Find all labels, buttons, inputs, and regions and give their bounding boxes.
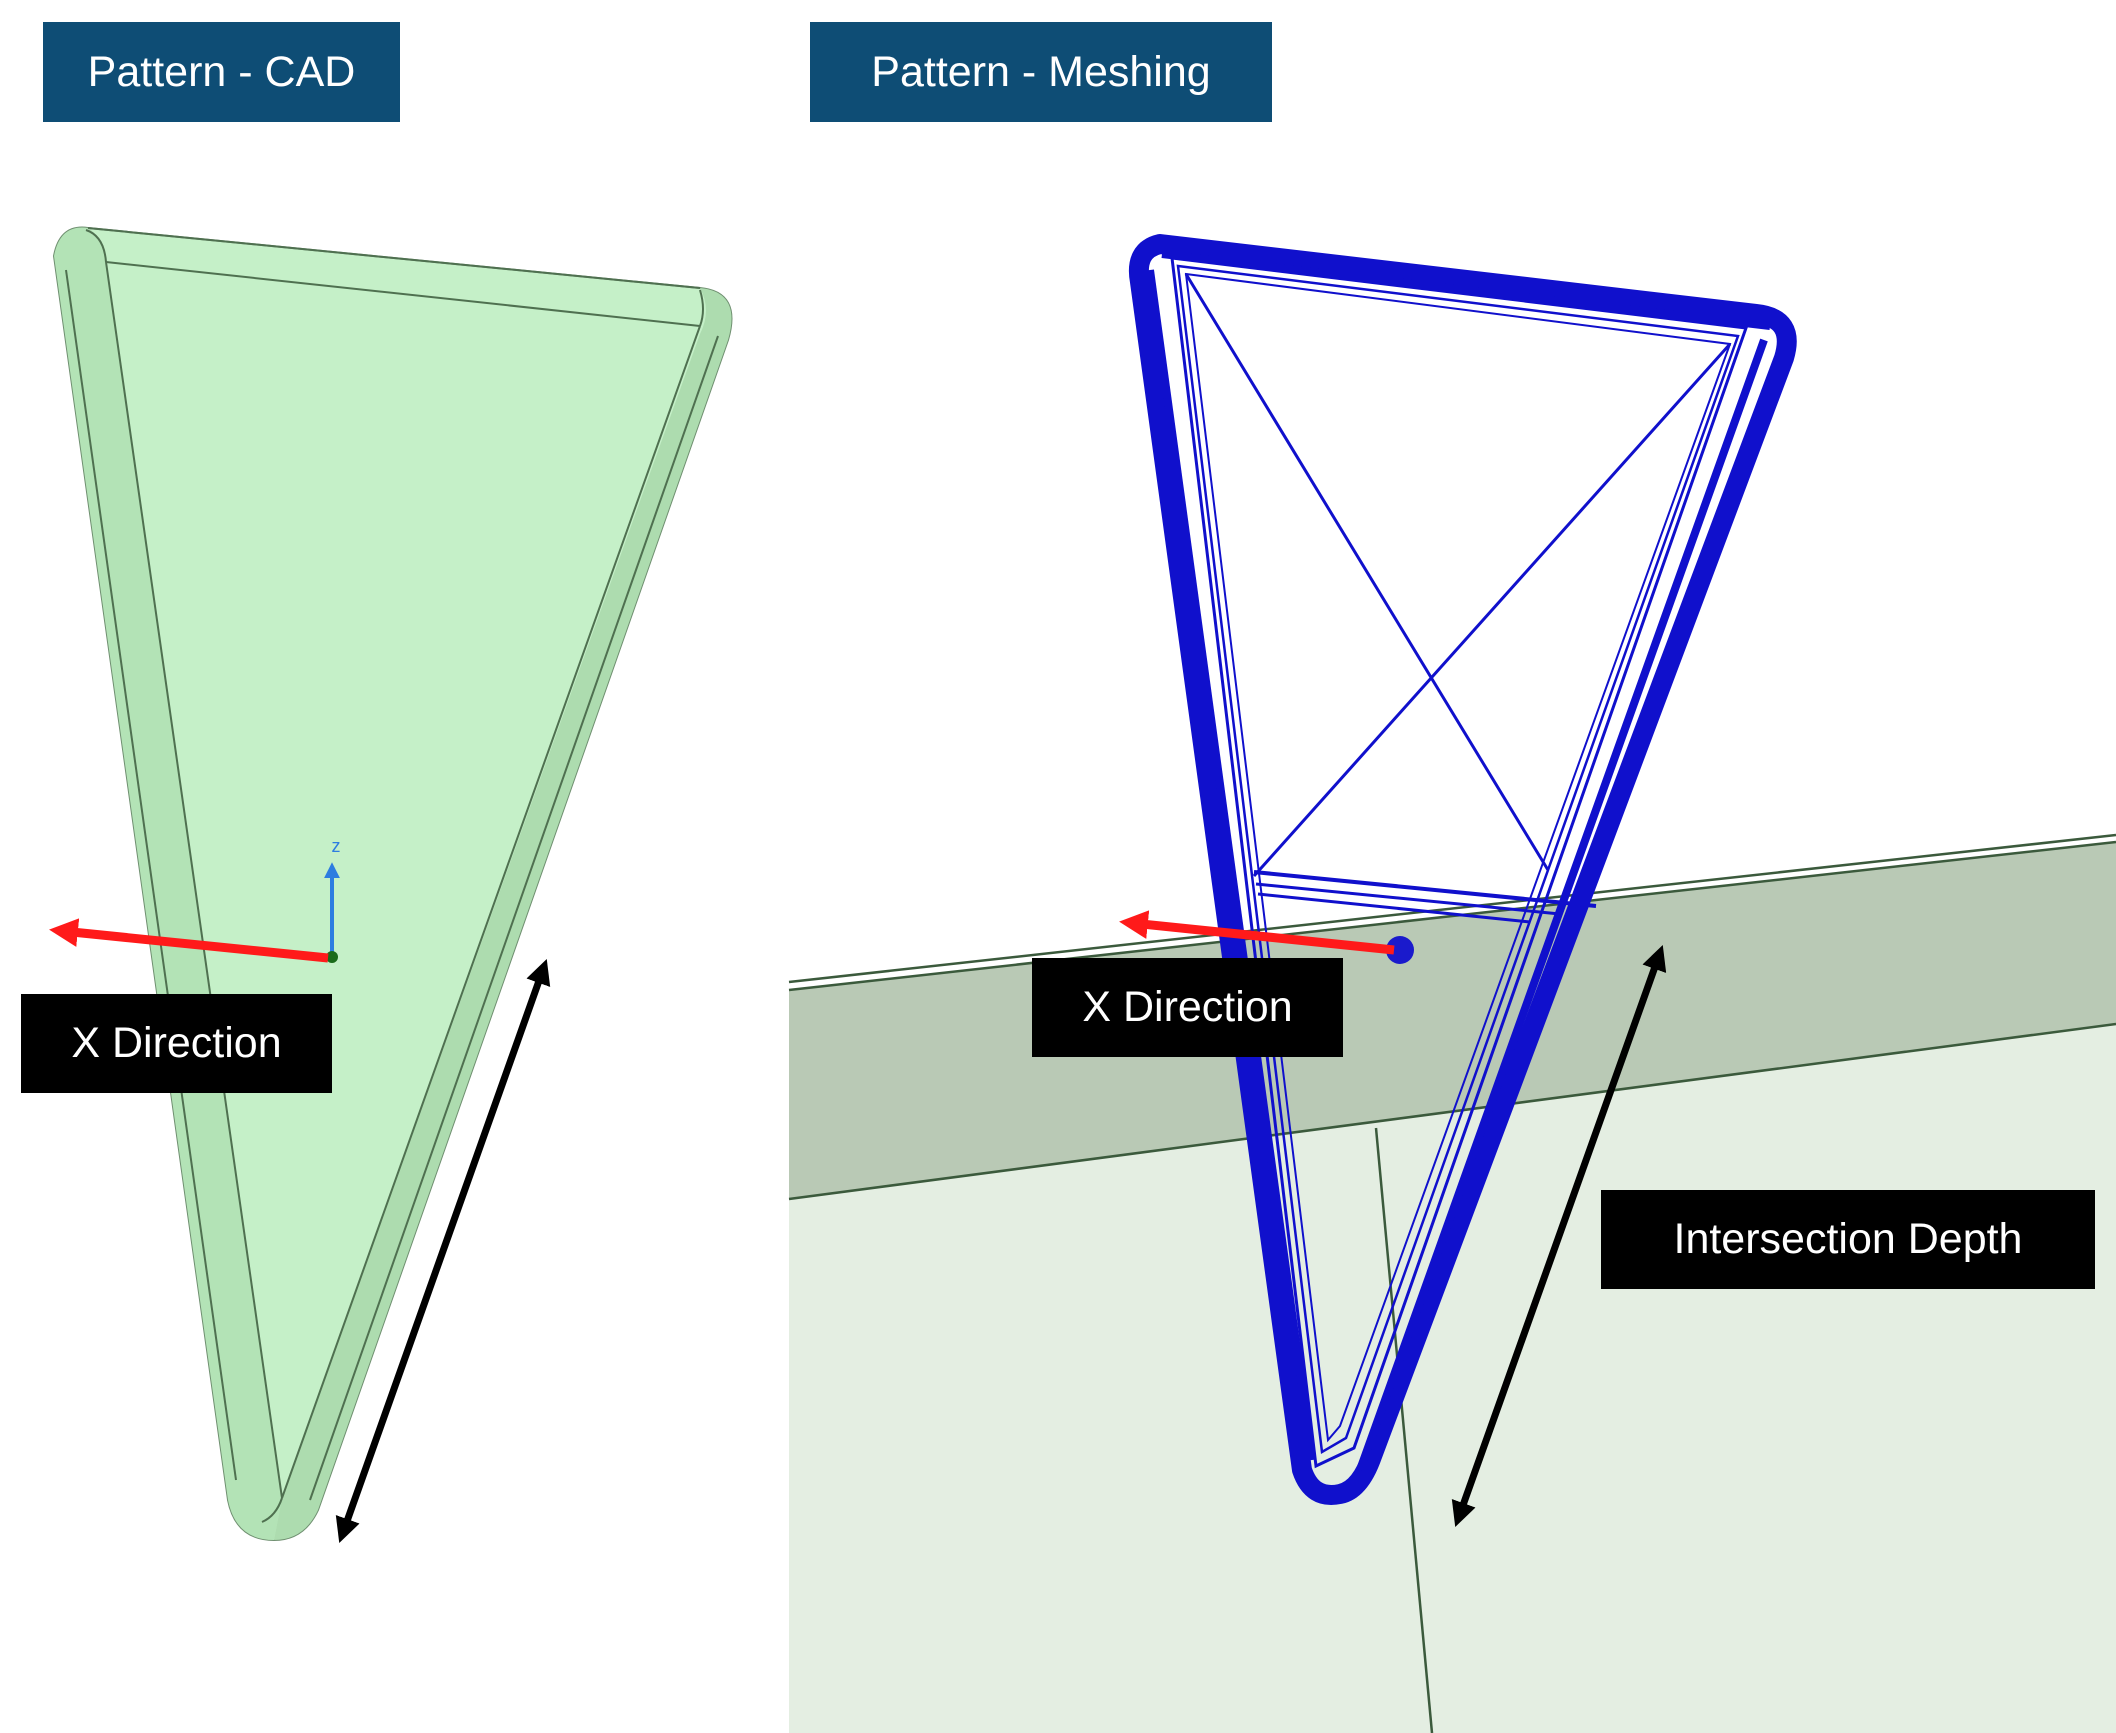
cad-panel: z xyxy=(49,226,733,1543)
x-direction-arrow-mesh xyxy=(1119,910,1395,955)
x-direction-label-mesh: X Direction xyxy=(1032,958,1343,1057)
x-direction-arrow-cad xyxy=(49,918,329,963)
meshing-panel-title: Pattern - Meshing xyxy=(810,22,1272,122)
intersection-depth-label-text: Intersection Depth xyxy=(1673,1215,2023,1263)
x-direction-label-cad-text: X Direction xyxy=(71,1019,282,1067)
meshing-panel-title-text: Pattern - Meshing xyxy=(871,47,1211,96)
mesh-origin-dot xyxy=(1386,936,1414,964)
intersection-depth-arrow xyxy=(1451,945,1667,1527)
meshing-panel xyxy=(788,234,2116,1733)
cad-panel-title: Pattern - CAD xyxy=(43,22,400,122)
z-axis-label: z xyxy=(332,836,341,856)
cad-panel-title-text: Pattern - CAD xyxy=(87,47,356,96)
origin-dot xyxy=(326,951,338,963)
x-direction-label-mesh-text: X Direction xyxy=(1082,983,1293,1031)
intersection-depth-label: Intersection Depth xyxy=(1601,1190,2095,1289)
cad-pattern-side-left xyxy=(54,227,282,1541)
edge-length-arrow-cad xyxy=(335,959,551,1543)
x-direction-label-cad: X Direction xyxy=(21,994,332,1093)
coordinate-triad: z xyxy=(324,836,341,963)
